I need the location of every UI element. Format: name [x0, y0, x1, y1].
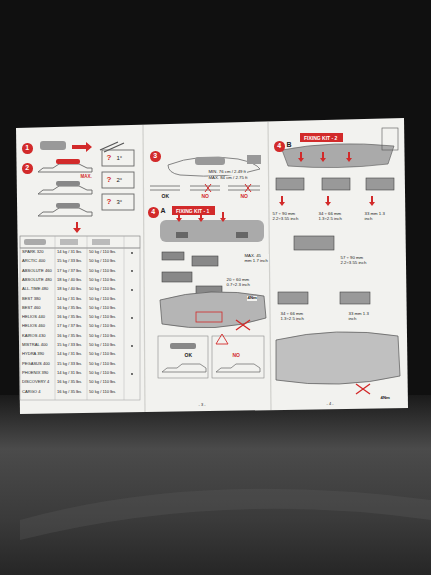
- label: 3°: [116, 199, 123, 205]
- table-cell: MISTRAL 400: [22, 343, 49, 347]
- table-cell: ABSOLUTE 460: [22, 269, 53, 273]
- label: OK: [184, 353, 193, 358]
- label: - 3 -: [198, 403, 206, 407]
- table-cell: 17 kg / 37 lbs: [57, 269, 82, 273]
- table-cell: BEST 460: [22, 306, 42, 310]
- table-cell: 50 kg / 110 lbs: [89, 390, 116, 394]
- table-cell: 50 kg / 110 lbs: [89, 324, 116, 328]
- banner-text: FIXING KIT - 2: [304, 135, 339, 141]
- label: 4Nm: [380, 396, 390, 401]
- table-cell: ALL-TIME 480: [22, 287, 49, 291]
- table-cell: 50 kg / 110 lbs: [89, 297, 116, 301]
- table-cell: 16 kg / 35 lbs: [57, 334, 82, 338]
- label: 20 ÷ 60 mm 0.7÷2.3 inch: [226, 278, 257, 287]
- table-cell: 16 kg / 35 lbs: [57, 306, 82, 310]
- label: 57 ÷ 90 mm 2.2÷3.55 inch: [340, 256, 371, 265]
- table-cell: 16 kg / 35 lbs: [57, 380, 82, 384]
- table-cell: 18 kg / 40 lbs: [57, 287, 82, 291]
- table-cell: 14 kg / 31 lbs: [57, 297, 82, 301]
- table-cell: CARGO 4: [22, 390, 41, 394]
- table-cell: HELIOS 440: [22, 315, 46, 319]
- label: 57 ÷ 90 mm 2.2÷3.55 inch: [272, 212, 303, 221]
- table-cell: 50 kg / 110 lbs: [89, 278, 116, 282]
- table-cell: 14 kg / 31 lbs: [57, 371, 82, 375]
- label: B: [286, 141, 292, 148]
- table-cell: 14 kg / 31 lbs: [57, 352, 82, 356]
- label: 4Nm: [247, 296, 257, 301]
- label: MAX. 84 cm / 2.75 ft: [208, 176, 248, 181]
- table-cell: 50 kg / 110 lbs: [89, 380, 116, 384]
- step-number: 2: [22, 163, 33, 174]
- label: 33 mm 1.3 inch: [364, 212, 389, 221]
- label: A: [160, 207, 166, 214]
- label: MAX. 45 mm 1.7 inch: [244, 254, 269, 263]
- table-cell: 50 kg / 110 lbs: [89, 259, 116, 263]
- table-cell: ABSOLUTE 480: [22, 278, 53, 282]
- label: 2°: [116, 177, 123, 183]
- label: MIN. 76 cm / 2.49 ft: [208, 170, 247, 175]
- label: OK: [161, 194, 170, 199]
- label: NO: [232, 353, 241, 358]
- label: MAX.: [80, 175, 92, 180]
- label: 33 mm 1.3 inch: [348, 312, 373, 321]
- table-cell: 15 kg / 33 lbs: [57, 259, 82, 263]
- label: ?: [106, 198, 112, 206]
- table-cell: 17 kg / 37 lbs: [57, 324, 82, 328]
- step-number: 3: [150, 151, 161, 162]
- step-number: 4: [148, 207, 159, 218]
- table-cell: 50 kg / 110 lbs: [89, 343, 116, 347]
- table-cell: 50 kg / 110 lbs: [89, 306, 116, 310]
- table-cell: 50 kg / 110 lbs: [89, 250, 116, 254]
- table-cell: KAIROS 430: [22, 334, 46, 338]
- table-cell: 16 kg / 35 lbs: [57, 390, 82, 394]
- table-cell: 50 kg / 110 lbs: [89, 334, 116, 338]
- table-cell: 14 kg / 31 lbs: [57, 250, 82, 254]
- table-cell: 50 kg / 110 lbs: [89, 315, 116, 319]
- table-cell: 50 kg / 110 lbs: [89, 269, 116, 273]
- step-number: 4: [274, 141, 285, 152]
- label: ?: [106, 176, 112, 184]
- table-cell: 18 kg / 40 lbs: [57, 278, 82, 282]
- label: 34 ÷ 66 mm 1.3÷2.5 inch: [318, 212, 349, 221]
- table-cell: SPARK 320: [22, 250, 45, 254]
- banner-box: FIXING KIT - 2: [300, 133, 343, 142]
- table-cell: 50 kg / 110 lbs: [89, 371, 116, 375]
- table-cell: 15 kg / 33 lbs: [57, 362, 82, 366]
- banner-text: FIXING KIT - 1: [176, 208, 211, 214]
- table-cell: 50 kg / 110 lbs: [89, 362, 116, 366]
- banner-box: FIXING KIT - 1: [172, 206, 215, 215]
- label: NO: [240, 194, 249, 199]
- table-cell: 50 kg / 110 lbs: [89, 287, 116, 291]
- table-cell: HELIOS 460: [22, 324, 46, 328]
- table-cell: ARCTIC 400: [22, 259, 46, 263]
- table-cell: HYDRA 390: [22, 352, 45, 356]
- table-cell: 15 kg / 33 lbs: [57, 343, 82, 347]
- table-cell: DISCOVERY 4: [22, 380, 50, 384]
- label: ?: [106, 154, 112, 162]
- table-cell: 16 kg / 35 lbs: [57, 315, 82, 319]
- label: - 4 -: [326, 402, 334, 406]
- table-cell: 50 kg / 110 lbs: [89, 352, 116, 356]
- table-cell: PEGASUS 400: [22, 362, 51, 366]
- label: NO: [201, 194, 210, 199]
- step-number: 1: [22, 143, 33, 154]
- label: 34 ÷ 66 mm 1.3÷2.5 inch: [280, 312, 311, 321]
- label: 1°: [116, 155, 123, 161]
- table-cell: BEST 380: [22, 297, 42, 301]
- table-cell: PHOENIX 390: [22, 371, 49, 375]
